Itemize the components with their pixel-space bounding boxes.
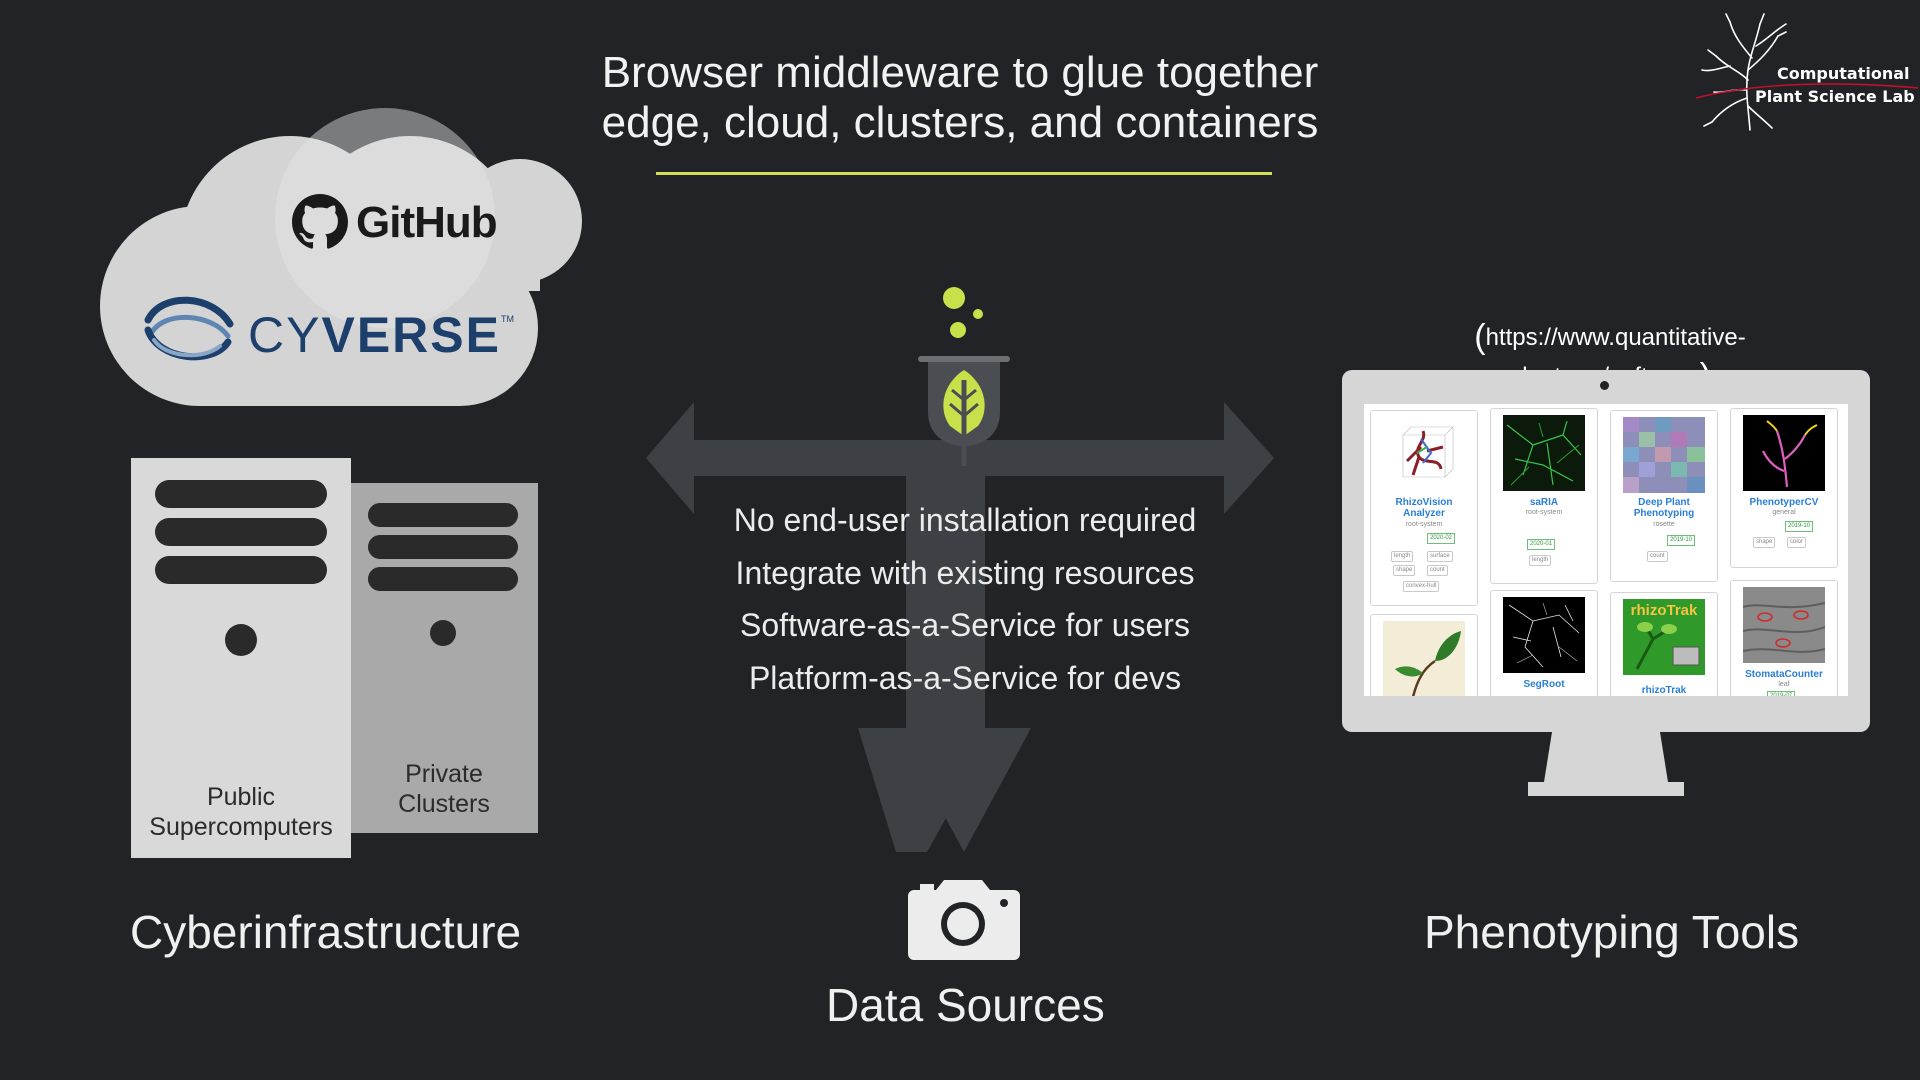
tool-card[interactable]: rhizoTrak rhizoTrak [1610,592,1718,696]
tool-category: root-system [1525,509,1563,516]
server-slot [368,503,518,527]
feature-list: No end-user installation required Integr… [700,494,1230,704]
tool-tag[interactable]: shape [1393,565,1416,576]
leaf-thumb [1383,621,1465,696]
tool-name[interactable]: PhenotyperCV [1749,497,1819,508]
server-slot [155,518,327,546]
data-sources-label: Data Sources [826,979,1105,1031]
cyberinfrastructure-label: Cyberinfrastructure [130,906,522,958]
private-cluster-server: Private Clusters [350,483,538,833]
public-supercomputer-server: Public Supercomputers [131,458,351,858]
deep-plant-phenotyping-thumb [1623,417,1705,493]
lab-logo-line-1: Computational [1777,64,1910,83]
camera-icon [908,880,1020,960]
server-slot [155,556,327,584]
tool-name[interactable]: saRIA [1529,497,1559,508]
feature-item: Integrate with existing resources [735,554,1195,591]
tool-category: rosette [1653,521,1675,528]
saria-thumb [1503,415,1585,491]
stomatacounter-thumb [1743,587,1825,663]
cyverse-label: CYVERSETM [248,306,514,364]
title-line-1: Browser middleware to glue together [601,48,1319,97]
server-power-button [430,620,456,646]
tool-card[interactable]: PhenotyperCV general 2019-10 shape color [1730,408,1838,568]
cyverse-icon [144,296,234,361]
tool-card[interactable]: saRIA root-system 2020-01 length [1490,408,1598,584]
tool-card[interactable]: SegRoot [1490,590,1598,696]
public-label-line-1: Public [206,783,276,811]
tool-date: 2019-07 [1767,691,1796,696]
title-underline [656,172,1272,175]
tool-date: 2020-01 [1527,539,1556,550]
monitor-stand [1528,732,1684,796]
private-label-line-2: Clusters [398,790,490,818]
tool-tag[interactable]: count [1647,551,1668,562]
tool-date: 2019-10 [1667,535,1696,546]
tool-tag[interactable]: color [1787,537,1807,548]
tool-name[interactable]: rhizoTrak [1641,685,1687,696]
tool-category: root-system [1405,521,1443,528]
cyverse-label-verse: VERSE [321,307,501,363]
tool-tag[interactable]: length [1391,551,1414,562]
tool-date: 2019-10 [1785,521,1814,532]
feature-item: Software-as-a-Service for users [740,607,1190,643]
tool-tag[interactable]: shape [1753,537,1776,548]
public-label-line-2: Supercomputers [149,813,333,841]
cloud-shape [100,108,582,406]
private-clusters-label: Private Clusters [350,759,538,819]
server-power-button [225,624,257,656]
tool-category: general [1772,509,1796,516]
tool-name[interactable]: StomataCounter [1745,669,1823,680]
monitor-camera-dot [1600,381,1609,390]
github-icon [292,194,348,249]
beaker-leaf-icon [918,287,1010,466]
server-slot [368,567,518,591]
tool-date: 2020-02 [1427,533,1456,544]
phenotyping-tools-label: Phenotyping Tools [1424,906,1800,958]
public-supercomputers-label: Public Supercomputers [131,782,351,842]
feature-item: Platform-as-a-Service for devs [748,659,1182,696]
server-slot [155,480,327,508]
rhizotrak-logo-text: rhizoTrak [1631,602,1698,619]
cyverse-trademark: TM [500,314,514,324]
tool-category: leaf [1778,681,1790,688]
feature-item: No end-user installation required [733,502,1197,538]
rhizovision-thumb [1383,417,1465,493]
horizontal-double-arrow [646,402,1274,514]
tool-card[interactable]: StomataCounter leaf 2019-07 [1730,580,1838,696]
tool-tag[interactable]: count [1427,565,1448,576]
phenotypercv-thumb [1743,415,1825,491]
tool-tag[interactable]: length [1529,555,1552,566]
url-open-paren: ( [1474,318,1486,356]
private-label-line-1: Private [405,760,483,788]
lab-logo-line-2: Plant Science Lab [1755,87,1915,106]
lab-logo-tree-icon [1695,13,1919,131]
slide-title: Browser middleware to glue together edge… [560,48,1360,148]
tool-tag[interactable]: convex-hull [1403,581,1440,592]
down-arrow-head [897,460,1031,852]
lab-logo-text: Computational Plant Science Lab [1755,62,1915,108]
github-label: GitHub [356,198,498,247]
tool-tag[interactable]: surface [1427,551,1453,562]
segroot-thumb [1503,597,1585,673]
rhizotrak-thumb: rhizoTrak [1623,599,1705,675]
title-line-2: edge, cloud, clusters, and containers [601,98,1319,147]
cyverse-label-cy: CY [248,307,322,363]
tool-card[interactable] [1370,614,1478,696]
tool-name[interactable]: SegRoot [1523,679,1565,690]
server-slot [368,535,518,559]
